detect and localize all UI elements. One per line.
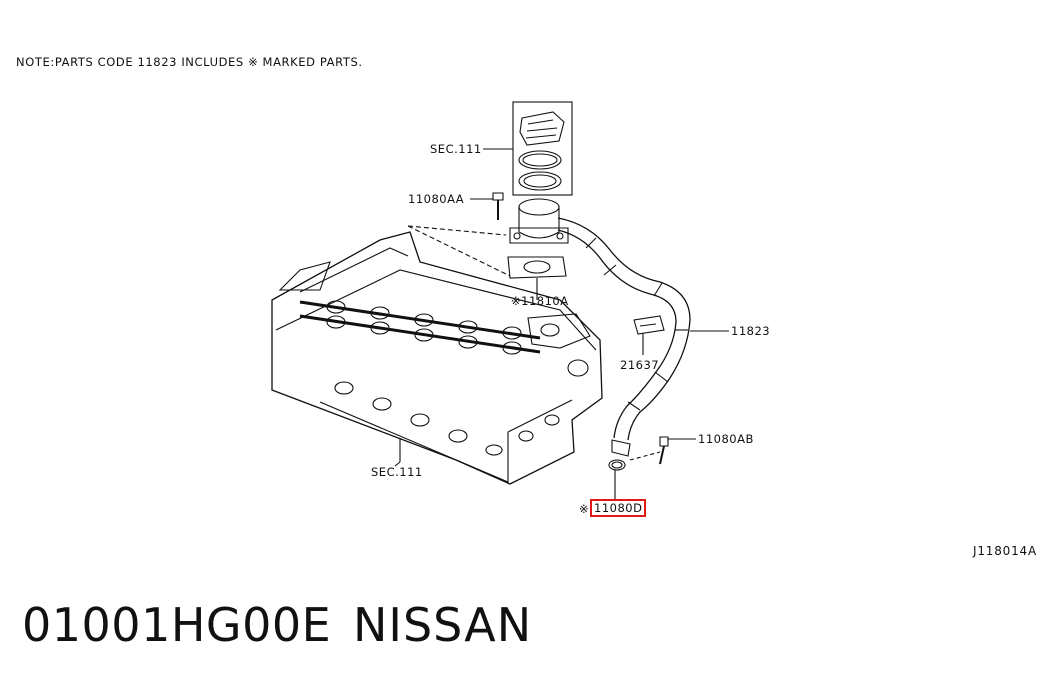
hose-11823 [557, 217, 729, 457]
brand-name: NISSAN [353, 598, 533, 652]
outlet-housing [407, 192, 569, 277]
cylinder-head [271, 231, 603, 485]
side-ports [334, 381, 560, 456]
sec111-bottom-label: SEC.111 [371, 465, 423, 479]
bolt-11080aa-label: 11080AA [408, 192, 465, 206]
sec111-inset [483, 101, 573, 196]
clip-21637 [633, 315, 665, 355]
figure-code: J118014A [973, 544, 1037, 558]
gasket-11810a [507, 256, 567, 300]
part-number: 01001HG00E [22, 598, 332, 652]
gasket-11810a-label: ※11810A [511, 294, 569, 308]
hose-11823-label: 11823 [731, 324, 771, 338]
oring-11080d [608, 459, 626, 500]
oring-mark: ※ [579, 502, 590, 516]
camshafts [299, 300, 541, 355]
bolt-11080ab-label: 11080AB [698, 432, 754, 446]
parts-note: NOTE:PARTS CODE 11823 INCLUDES ※ MARKED … [16, 55, 363, 69]
sec111-top-label: SEC.111 [430, 142, 482, 156]
oring-11080d-label[interactable]: 11080D [590, 499, 647, 517]
clip-21637-label: 21637 [620, 358, 660, 372]
bolt-11080ab [629, 436, 696, 465]
